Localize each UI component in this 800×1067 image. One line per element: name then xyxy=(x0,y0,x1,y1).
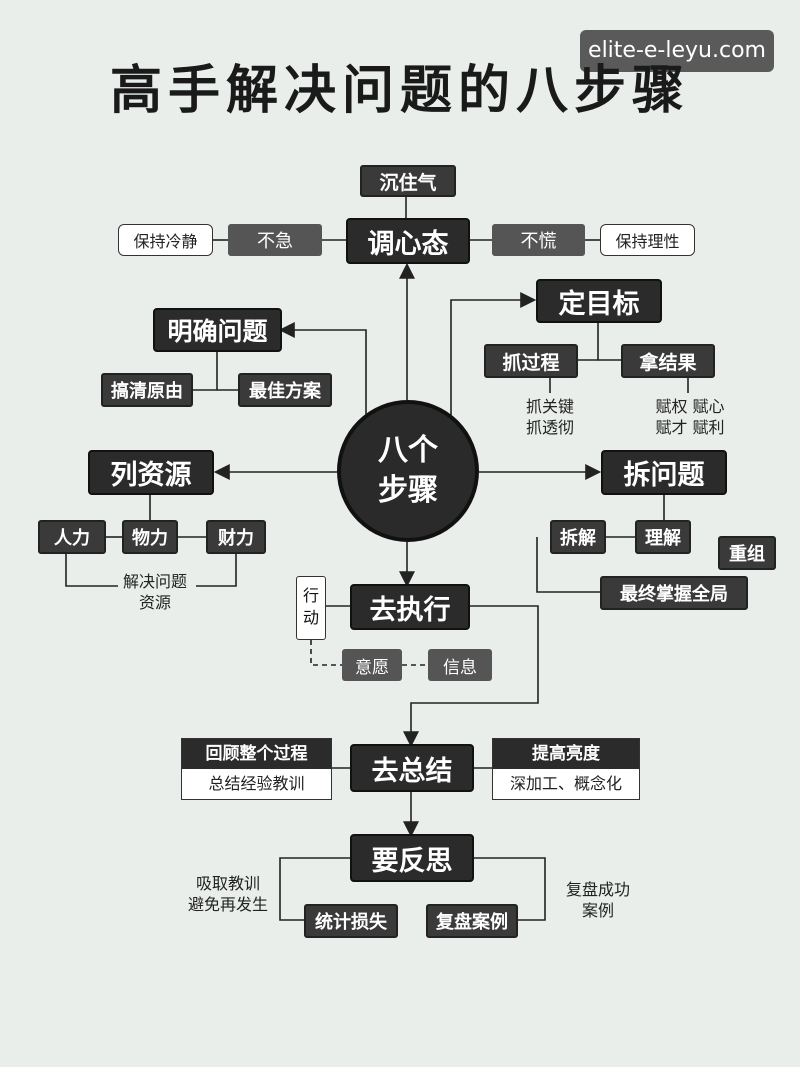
breakdown-item-reorganize-label: 重组 xyxy=(729,544,765,565)
goal-note-thorough: 抓透彻 xyxy=(525,418,574,437)
summary-main-label: 去总结 xyxy=(371,755,453,787)
breakdown-item-decompose: 拆解 xyxy=(550,520,606,554)
execute-item-info-label: 信息 xyxy=(443,657,477,678)
summary-right-body: 深加工、概念化 xyxy=(509,774,622,793)
goal-child-result-node: 拿结果 xyxy=(621,344,715,378)
reflect-child-review: 复盘案例 xyxy=(426,904,518,938)
goal-result-notes: 赋权 赋心 赋才 赋利 xyxy=(640,396,740,438)
breakdown-main-node: 拆问题 xyxy=(601,450,727,495)
resources-note: 解决问题 资源 xyxy=(110,571,200,613)
calm-main-node: 调心态 xyxy=(346,218,470,264)
goal-child-process-node: 抓过程 xyxy=(484,344,578,378)
resources-item-materials-label: 物力 xyxy=(132,528,168,549)
calm-right-outer-label: 保持理性 xyxy=(615,232,680,251)
execute-side-label: 行动 xyxy=(303,586,320,627)
calm-right-outer-node: 保持理性 xyxy=(600,224,695,256)
resources-item-manpower-label: 人力 xyxy=(54,528,90,549)
goal-child-process-label: 抓过程 xyxy=(502,351,560,374)
clarify-child-cause-label: 搞清原由 xyxy=(111,381,183,402)
calm-left-node: 不急 xyxy=(228,224,322,256)
resources-main-label: 列资源 xyxy=(110,460,192,491)
breakdown-final-node: 最终掌握全局 xyxy=(600,576,748,610)
resources-main-node: 列资源 xyxy=(88,450,214,495)
center-node: 八个 步骤 xyxy=(337,400,479,542)
reflect-right-note: 复盘成功 案例 xyxy=(558,879,638,921)
calm-left-outer-node: 保持冷静 xyxy=(118,224,213,256)
clarify-main-node: 明确问题 xyxy=(153,308,282,352)
execute-item-will-label: 意愿 xyxy=(355,657,389,678)
resources-note-line-1: 解决问题 xyxy=(122,572,187,591)
breakdown-item-understand: 理解 xyxy=(635,520,691,554)
page-title: 高手解决问题的八步骤 xyxy=(109,61,690,121)
reflect-right-note-line-2: 案例 xyxy=(581,901,614,920)
breakdown-main-label: 拆问题 xyxy=(623,460,705,491)
breakdown-final-label: 最终掌握全局 xyxy=(620,584,728,605)
reflect-child-review-label: 复盘案例 xyxy=(436,912,508,933)
summary-right-panel: 提高亮度 深加工、概念化 xyxy=(492,738,640,800)
calm-main-label: 调心态 xyxy=(367,228,449,260)
breakdown-item-reorganize: 重组 xyxy=(718,536,776,570)
calm-top-node: 沉住气 xyxy=(360,165,456,197)
resources-note-line-2: 资源 xyxy=(138,593,171,612)
reflect-child-loss: 统计损失 xyxy=(304,904,398,938)
calm-top-label: 沉住气 xyxy=(379,171,437,194)
reflect-main-node: 要反思 xyxy=(350,834,474,882)
clarify-child-cause-node: 搞清原由 xyxy=(101,373,193,407)
reflect-right-note-line-1: 复盘成功 xyxy=(565,880,630,899)
calm-right-node: 不慌 xyxy=(492,224,585,256)
reflect-left-note-line-1: 吸取教训 xyxy=(195,874,260,893)
summary-left-body: 总结经验教训 xyxy=(208,774,305,793)
reflect-main-label: 要反思 xyxy=(371,845,453,877)
watermark: elite-e-leyu.com xyxy=(580,30,774,72)
execute-main-label: 去执行 xyxy=(369,594,451,626)
reflect-left-note: 吸取教训 避免再发生 xyxy=(180,873,276,915)
resources-item-finance: 财力 xyxy=(206,520,266,554)
clarify-child-plan-label: 最佳方案 xyxy=(249,381,321,402)
goal-note-key: 抓关键 xyxy=(525,397,574,416)
breakdown-item-decompose-label: 拆解 xyxy=(560,528,596,549)
execute-item-will: 意愿 xyxy=(342,649,402,681)
center-line-1: 八个 xyxy=(378,433,438,468)
goal-note-empower-2: 赋才 赋利 xyxy=(655,418,725,437)
execute-main-node: 去执行 xyxy=(350,584,470,630)
calm-left-label: 不急 xyxy=(257,231,293,252)
execute-side-tag: 行动 xyxy=(296,576,326,640)
clarify-main-label: 明确问题 xyxy=(167,317,268,346)
breakdown-item-understand-label: 理解 xyxy=(645,528,681,549)
center-line-2: 步骤 xyxy=(378,473,438,508)
calm-right-label: 不慌 xyxy=(520,231,557,252)
goal-process-notes: 抓关键 抓透彻 xyxy=(510,396,590,438)
summary-main-node: 去总结 xyxy=(350,744,474,792)
summary-left-head: 回顾整个过程 xyxy=(182,739,331,769)
resources-item-finance-label: 财力 xyxy=(218,528,254,549)
resources-item-materials: 物力 xyxy=(122,520,178,554)
resources-item-manpower: 人力 xyxy=(38,520,106,554)
reflect-child-loss-label: 统计损失 xyxy=(315,912,387,933)
goal-child-result-label: 拿结果 xyxy=(639,351,697,374)
clarify-child-plan-node: 最佳方案 xyxy=(238,373,332,407)
goal-main-node: 定目标 xyxy=(536,279,662,323)
summary-right-head: 提高亮度 xyxy=(493,739,639,769)
summary-left-panel: 回顾整个过程 总结经验教训 xyxy=(181,738,332,800)
execute-item-info: 信息 xyxy=(428,649,492,681)
goal-note-empower-1: 赋权 赋心 xyxy=(655,397,725,416)
calm-left-outer-label: 保持冷静 xyxy=(133,232,198,251)
goal-main-label: 定目标 xyxy=(558,288,640,320)
reflect-left-note-line-2: 避免再发生 xyxy=(187,895,268,914)
